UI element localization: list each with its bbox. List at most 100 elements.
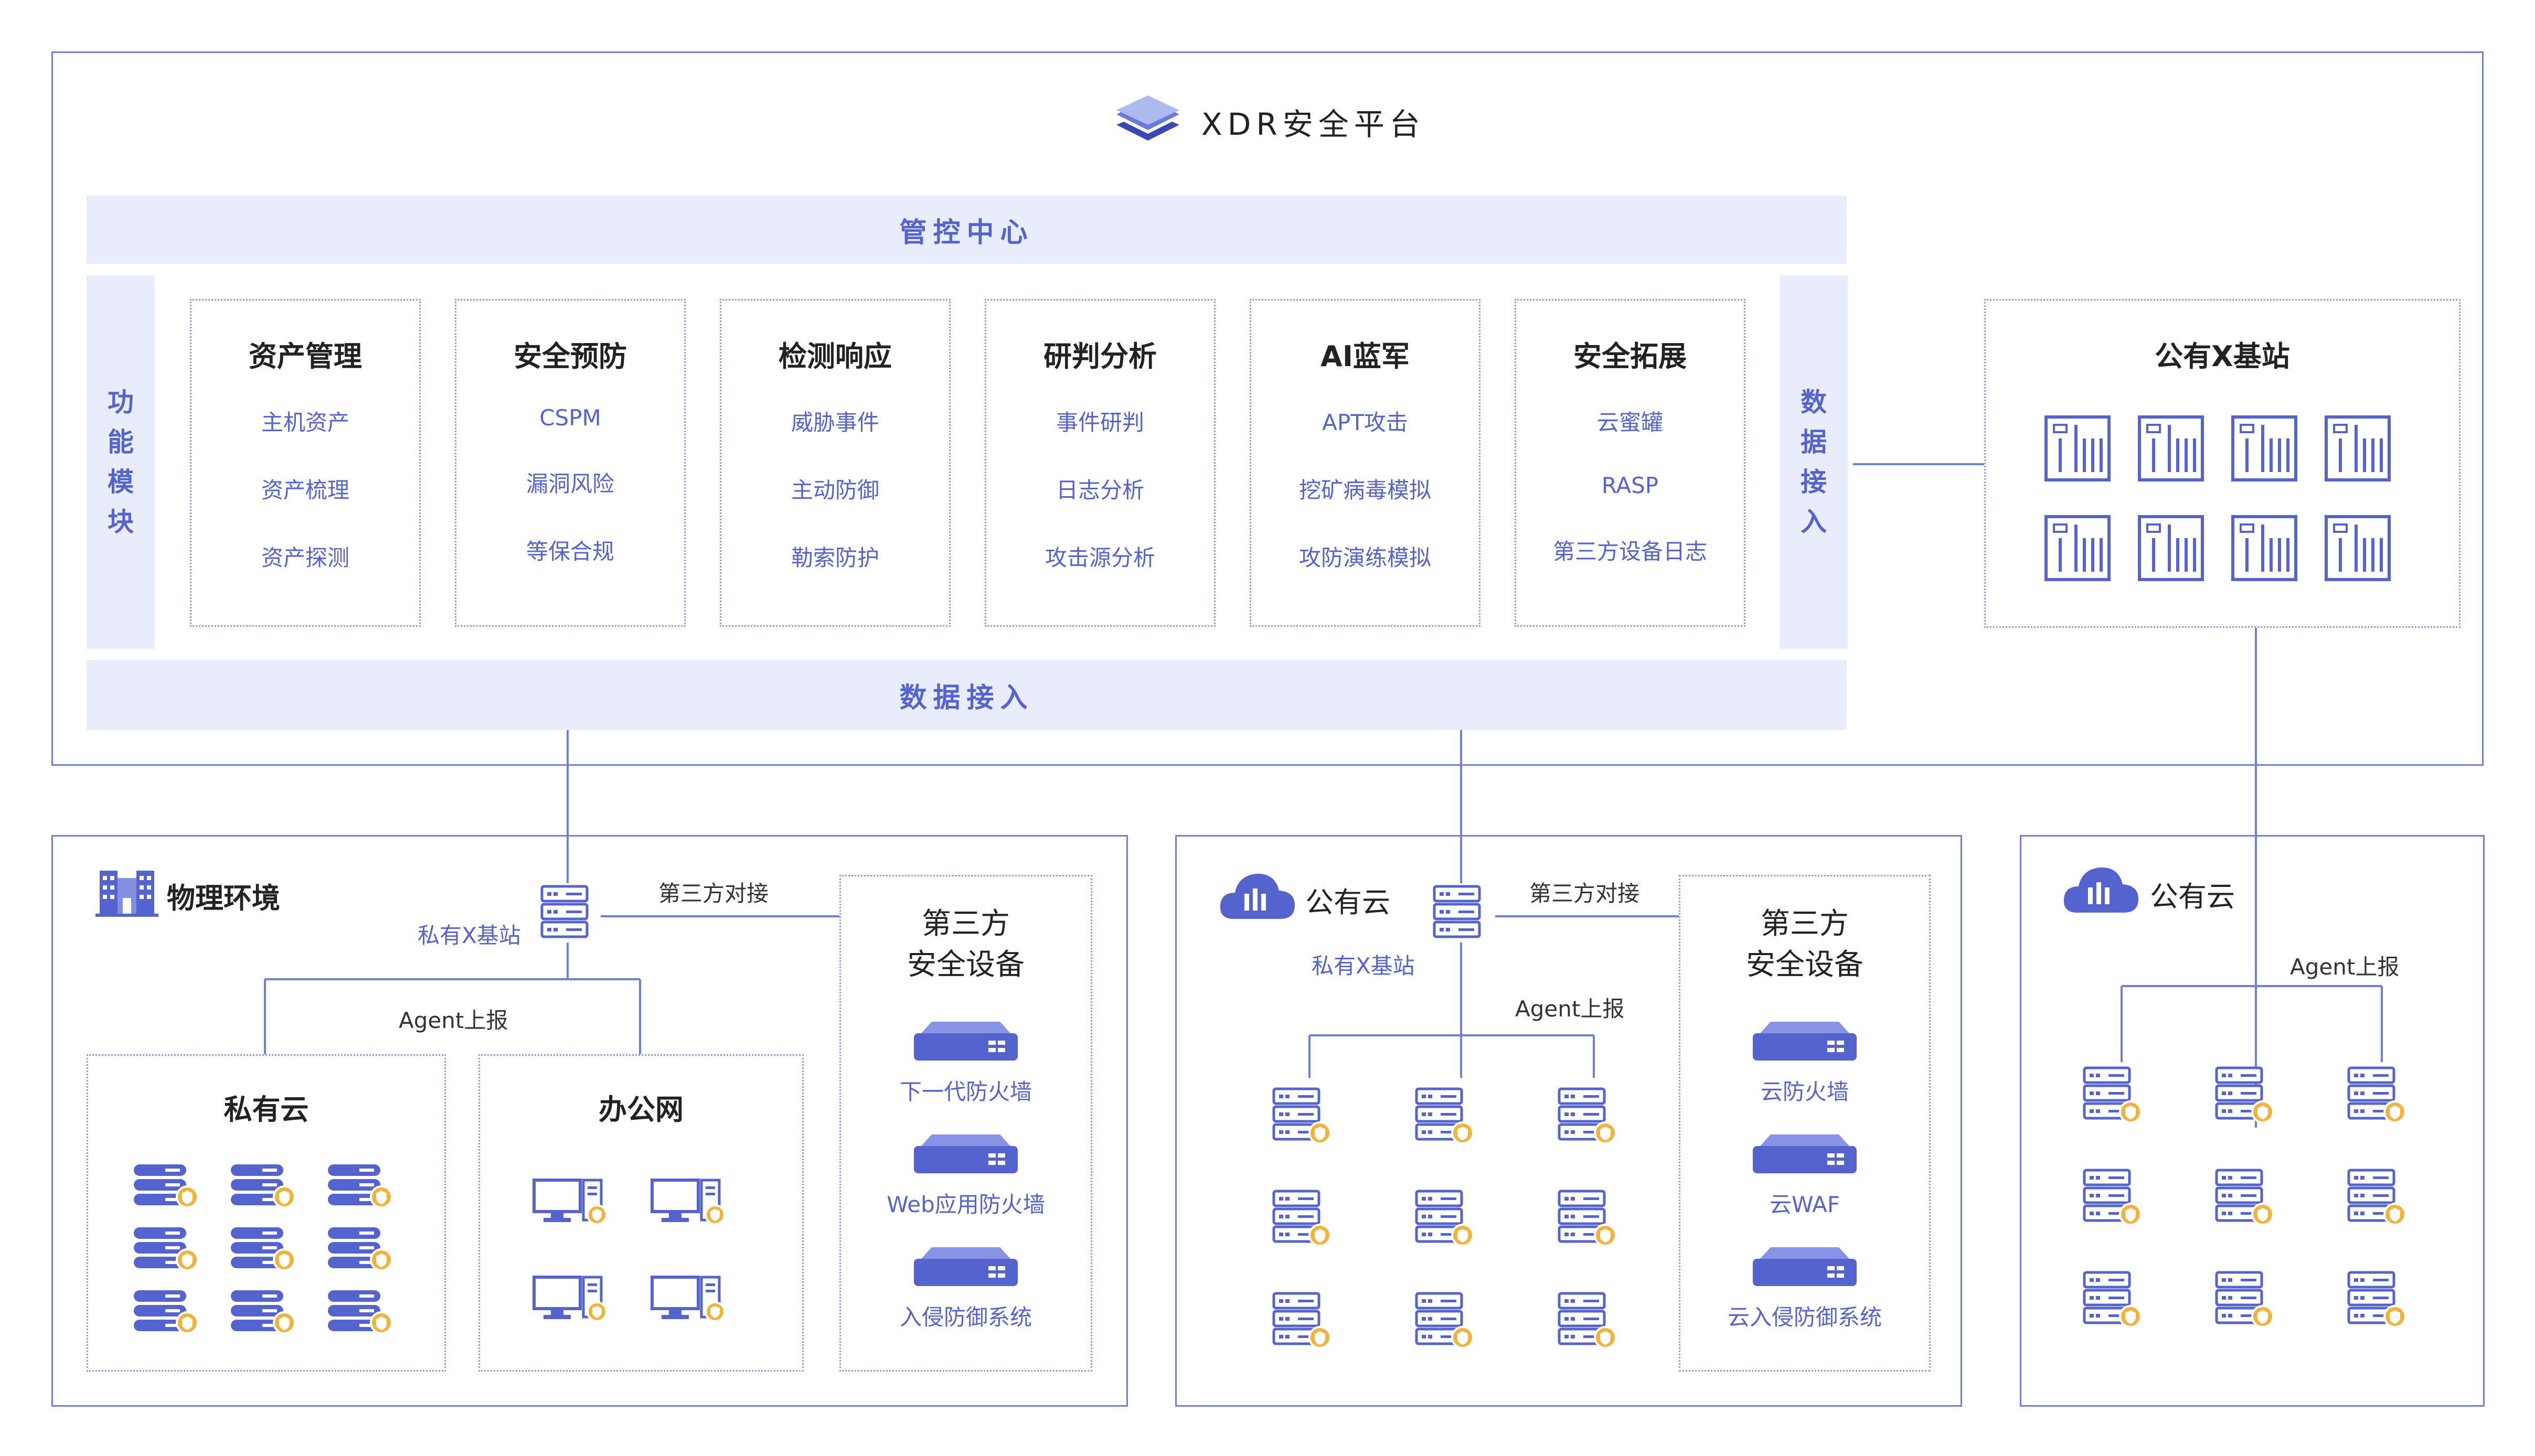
device-label: 云防火墙 <box>1760 1079 1849 1105</box>
physical-env-title: 物理环境 <box>167 882 280 915</box>
device-label: 云入侵防御系统 <box>1727 1304 1882 1330</box>
office-net-title: 办公网 <box>599 1093 684 1126</box>
firewall-appliance-icon <box>1750 1018 1860 1065</box>
module-title: AI蓝军 <box>1320 340 1410 373</box>
right-data-access-band: 数据接入 <box>1780 275 1848 649</box>
cloud-icon <box>1218 866 1297 924</box>
module-title: 安全拓展 <box>1573 340 1687 373</box>
firewall-appliance-icon <box>1750 1130 1860 1177</box>
module-item: 日志分析 <box>1056 477 1144 503</box>
server-icon <box>226 1159 304 1222</box>
security-device: 云WAF <box>1679 1130 1931 1235</box>
module-band: 功能模块 <box>87 275 155 649</box>
desktop-icon <box>648 1272 727 1335</box>
security-device-list: 云防火墙 云WAF 云入侵防御系统 <box>1679 1018 1931 1353</box>
module-item: 漏洞风险 <box>526 471 614 497</box>
public-cloud-frame <box>2020 835 2485 1407</box>
public-cloud-title: 公有云 <box>2150 880 2235 913</box>
server-icon <box>129 1159 207 1222</box>
third-party-link-label: 第三方对接 <box>1529 881 1640 906</box>
building-icon <box>95 866 158 919</box>
public-station-title: 公有X基站 <box>2155 340 2290 373</box>
server-icon <box>1412 1086 1491 1149</box>
module-item: 攻防演练模拟 <box>1298 545 1431 571</box>
module-card: AI蓝军 APT攻击 挖矿病毒模拟 攻防演练模拟 <box>1250 299 1480 627</box>
module-title: 资产管理 <box>249 340 362 373</box>
firewall-appliance-icon <box>911 1018 1021 1065</box>
module-item: APT攻击 <box>1322 410 1408 435</box>
module-card: 检测响应 威胁事件 主动防御 勒索防护 <box>720 299 951 627</box>
desktop-icon <box>648 1175 727 1238</box>
server-station-icon <box>538 883 601 944</box>
module-band-label: 功能模块 <box>108 387 134 537</box>
agent-report-label: Agent上报 <box>399 1008 508 1033</box>
server-icon <box>1555 1188 1634 1251</box>
module-item: CSPM <box>539 405 601 431</box>
server-icon <box>1270 1290 1348 1353</box>
module-item: RASP <box>1601 473 1659 498</box>
desktop-icon <box>530 1272 609 1335</box>
module-item: 云蜜罐 <box>1596 410 1663 435</box>
station-label: 私有X基站 <box>418 923 521 948</box>
server-icon <box>2212 1269 2291 1332</box>
rack-server-icon <box>2137 514 2205 582</box>
module-item: 挖矿病毒模拟 <box>1298 477 1431 503</box>
server-icon <box>2345 1065 2423 1128</box>
server-icon <box>323 1222 401 1285</box>
station-label: 私有X基站 <box>1312 953 1415 979</box>
xdr-platform-frame <box>51 51 2484 766</box>
server-icon <box>226 1222 304 1285</box>
security-device: 入侵防御系统 <box>839 1243 1092 1348</box>
module-item: 资产梳理 <box>261 477 349 503</box>
third-party-title: 第三方 安全设备 <box>907 907 1025 982</box>
security-device: 云防火墙 <box>1679 1018 1931 1122</box>
third-party-link-label: 第三方对接 <box>658 881 769 906</box>
private-cloud-card: 私有云 <box>87 1054 446 1372</box>
module-item: 攻击源分析 <box>1045 545 1155 571</box>
rack-server-icon <box>2230 514 2298 582</box>
server-icon <box>2212 1065 2291 1128</box>
firewall-appliance-icon <box>1750 1243 1860 1290</box>
server-icon <box>2080 1167 2159 1230</box>
rack-server-grid <box>2043 414 2405 593</box>
rack-server-icon <box>2137 414 2205 483</box>
rack-server-icon <box>2230 414 2298 483</box>
rack-server-icon <box>2324 414 2392 483</box>
server-icon <box>323 1159 401 1222</box>
device-label: Web应用防火墙 <box>887 1192 1045 1217</box>
server-icon <box>1555 1290 1634 1353</box>
server-icon <box>1270 1086 1348 1149</box>
module-item: 主动防御 <box>791 477 879 503</box>
device-label: 云WAF <box>1769 1192 1840 1217</box>
module-title: 检测响应 <box>779 340 892 373</box>
module-item: 勒索防护 <box>791 545 879 571</box>
physical-env-frame <box>51 835 1128 1407</box>
rack-server-icon <box>2324 514 2392 582</box>
server-icon <box>2212 1167 2291 1230</box>
firewall-appliance-icon <box>911 1243 1021 1290</box>
module-card: 安全拓展 云蜜罐 RASP 第三方设备日志 <box>1515 299 1745 627</box>
public-cloud-frame <box>1175 835 1962 1407</box>
module-item: 资产探测 <box>261 545 349 571</box>
server-station-icon <box>1430 883 1493 944</box>
security-device-list: 下一代防火墙 Web应用防火墙 入侵防御系统 <box>839 1018 1092 1353</box>
server-grid <box>1270 1086 1637 1369</box>
security-device: 下一代防火墙 <box>839 1018 1092 1122</box>
rack-server-icon <box>2043 514 2112 582</box>
desktop-grid <box>530 1175 755 1343</box>
module-title: 研判分析 <box>1043 340 1157 373</box>
public-cloud-title: 公有云 <box>1305 886 1390 919</box>
agent-report-label: Agent上报 <box>1515 996 1625 1022</box>
module-card: 资产管理 主机资产 资产梳理 资产探测 <box>190 299 421 627</box>
server-icon <box>2345 1269 2423 1332</box>
server-grid <box>2080 1065 2426 1348</box>
rack-server-icon <box>2043 414 2112 483</box>
device-label: 入侵防御系统 <box>899 1304 1032 1330</box>
platform-title: XDR安全平台 <box>1201 106 1425 142</box>
module-item: 事件研判 <box>1056 410 1144 435</box>
firewall-appliance-icon <box>911 1130 1021 1177</box>
security-device: Web应用防火墙 <box>839 1130 1092 1235</box>
third-party-title: 第三方 安全设备 <box>1746 907 1863 982</box>
third-party-device-card: 第三方 安全设备 <box>839 875 1092 1372</box>
